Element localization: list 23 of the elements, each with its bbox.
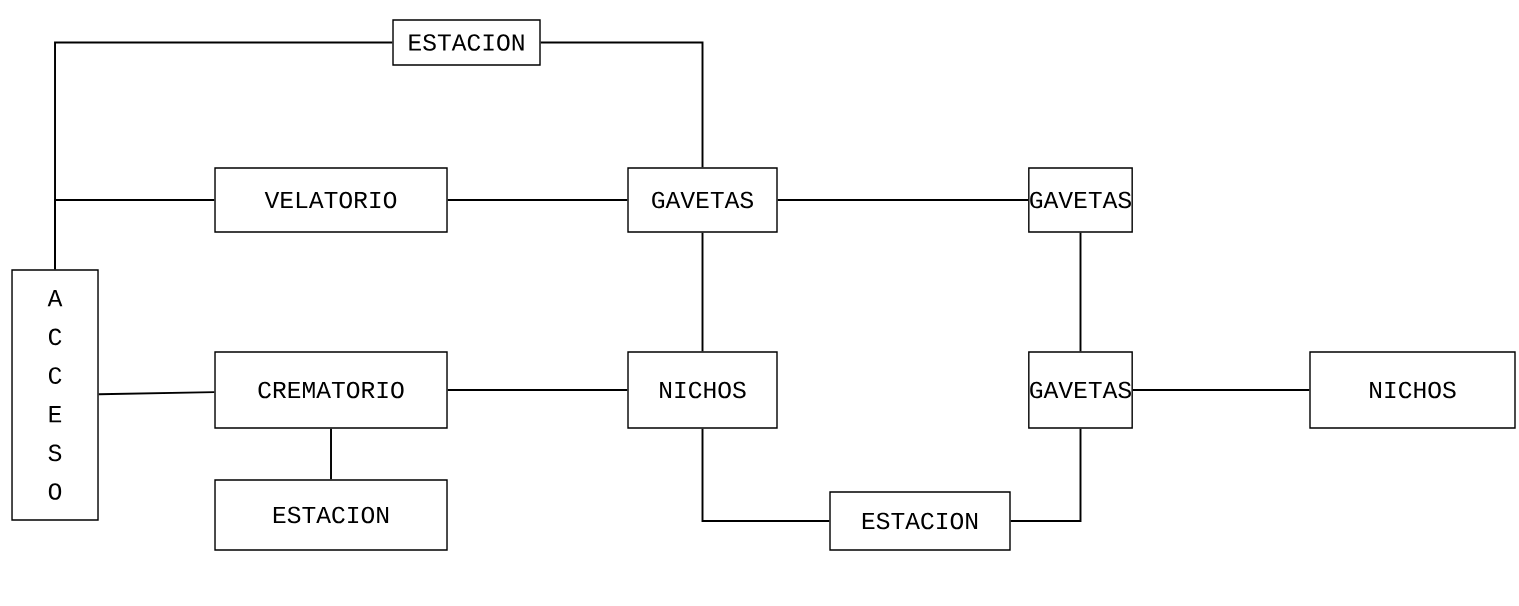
connector-line xyxy=(1009,427,1082,522)
connector-line xyxy=(1079,231,1082,353)
connector-line xyxy=(701,231,704,353)
connector-line xyxy=(446,389,629,391)
process-box: CREMATORIO xyxy=(214,351,448,429)
process-box: NICHOS xyxy=(627,351,778,429)
connector-line xyxy=(539,41,704,169)
process-box: ESTACION xyxy=(214,479,448,551)
connector-line xyxy=(54,199,216,271)
connector-line xyxy=(97,391,216,396)
process-box: A C C E S O xyxy=(11,269,99,521)
process-box: ESTACION xyxy=(829,491,1011,551)
process-box: NICHOS xyxy=(1309,351,1516,429)
process-box: GAVETAS xyxy=(627,167,778,233)
connector-line xyxy=(446,199,629,201)
connector-line xyxy=(776,199,1030,201)
connector-line xyxy=(701,427,831,522)
process-box: ESTACION xyxy=(392,19,541,66)
process-box: GAVETAS xyxy=(1028,351,1133,429)
process-box: VELATORIO xyxy=(214,167,448,233)
process-box: GAVETAS xyxy=(1028,167,1133,233)
connector-line xyxy=(1131,389,1311,391)
connector-line xyxy=(330,427,332,481)
